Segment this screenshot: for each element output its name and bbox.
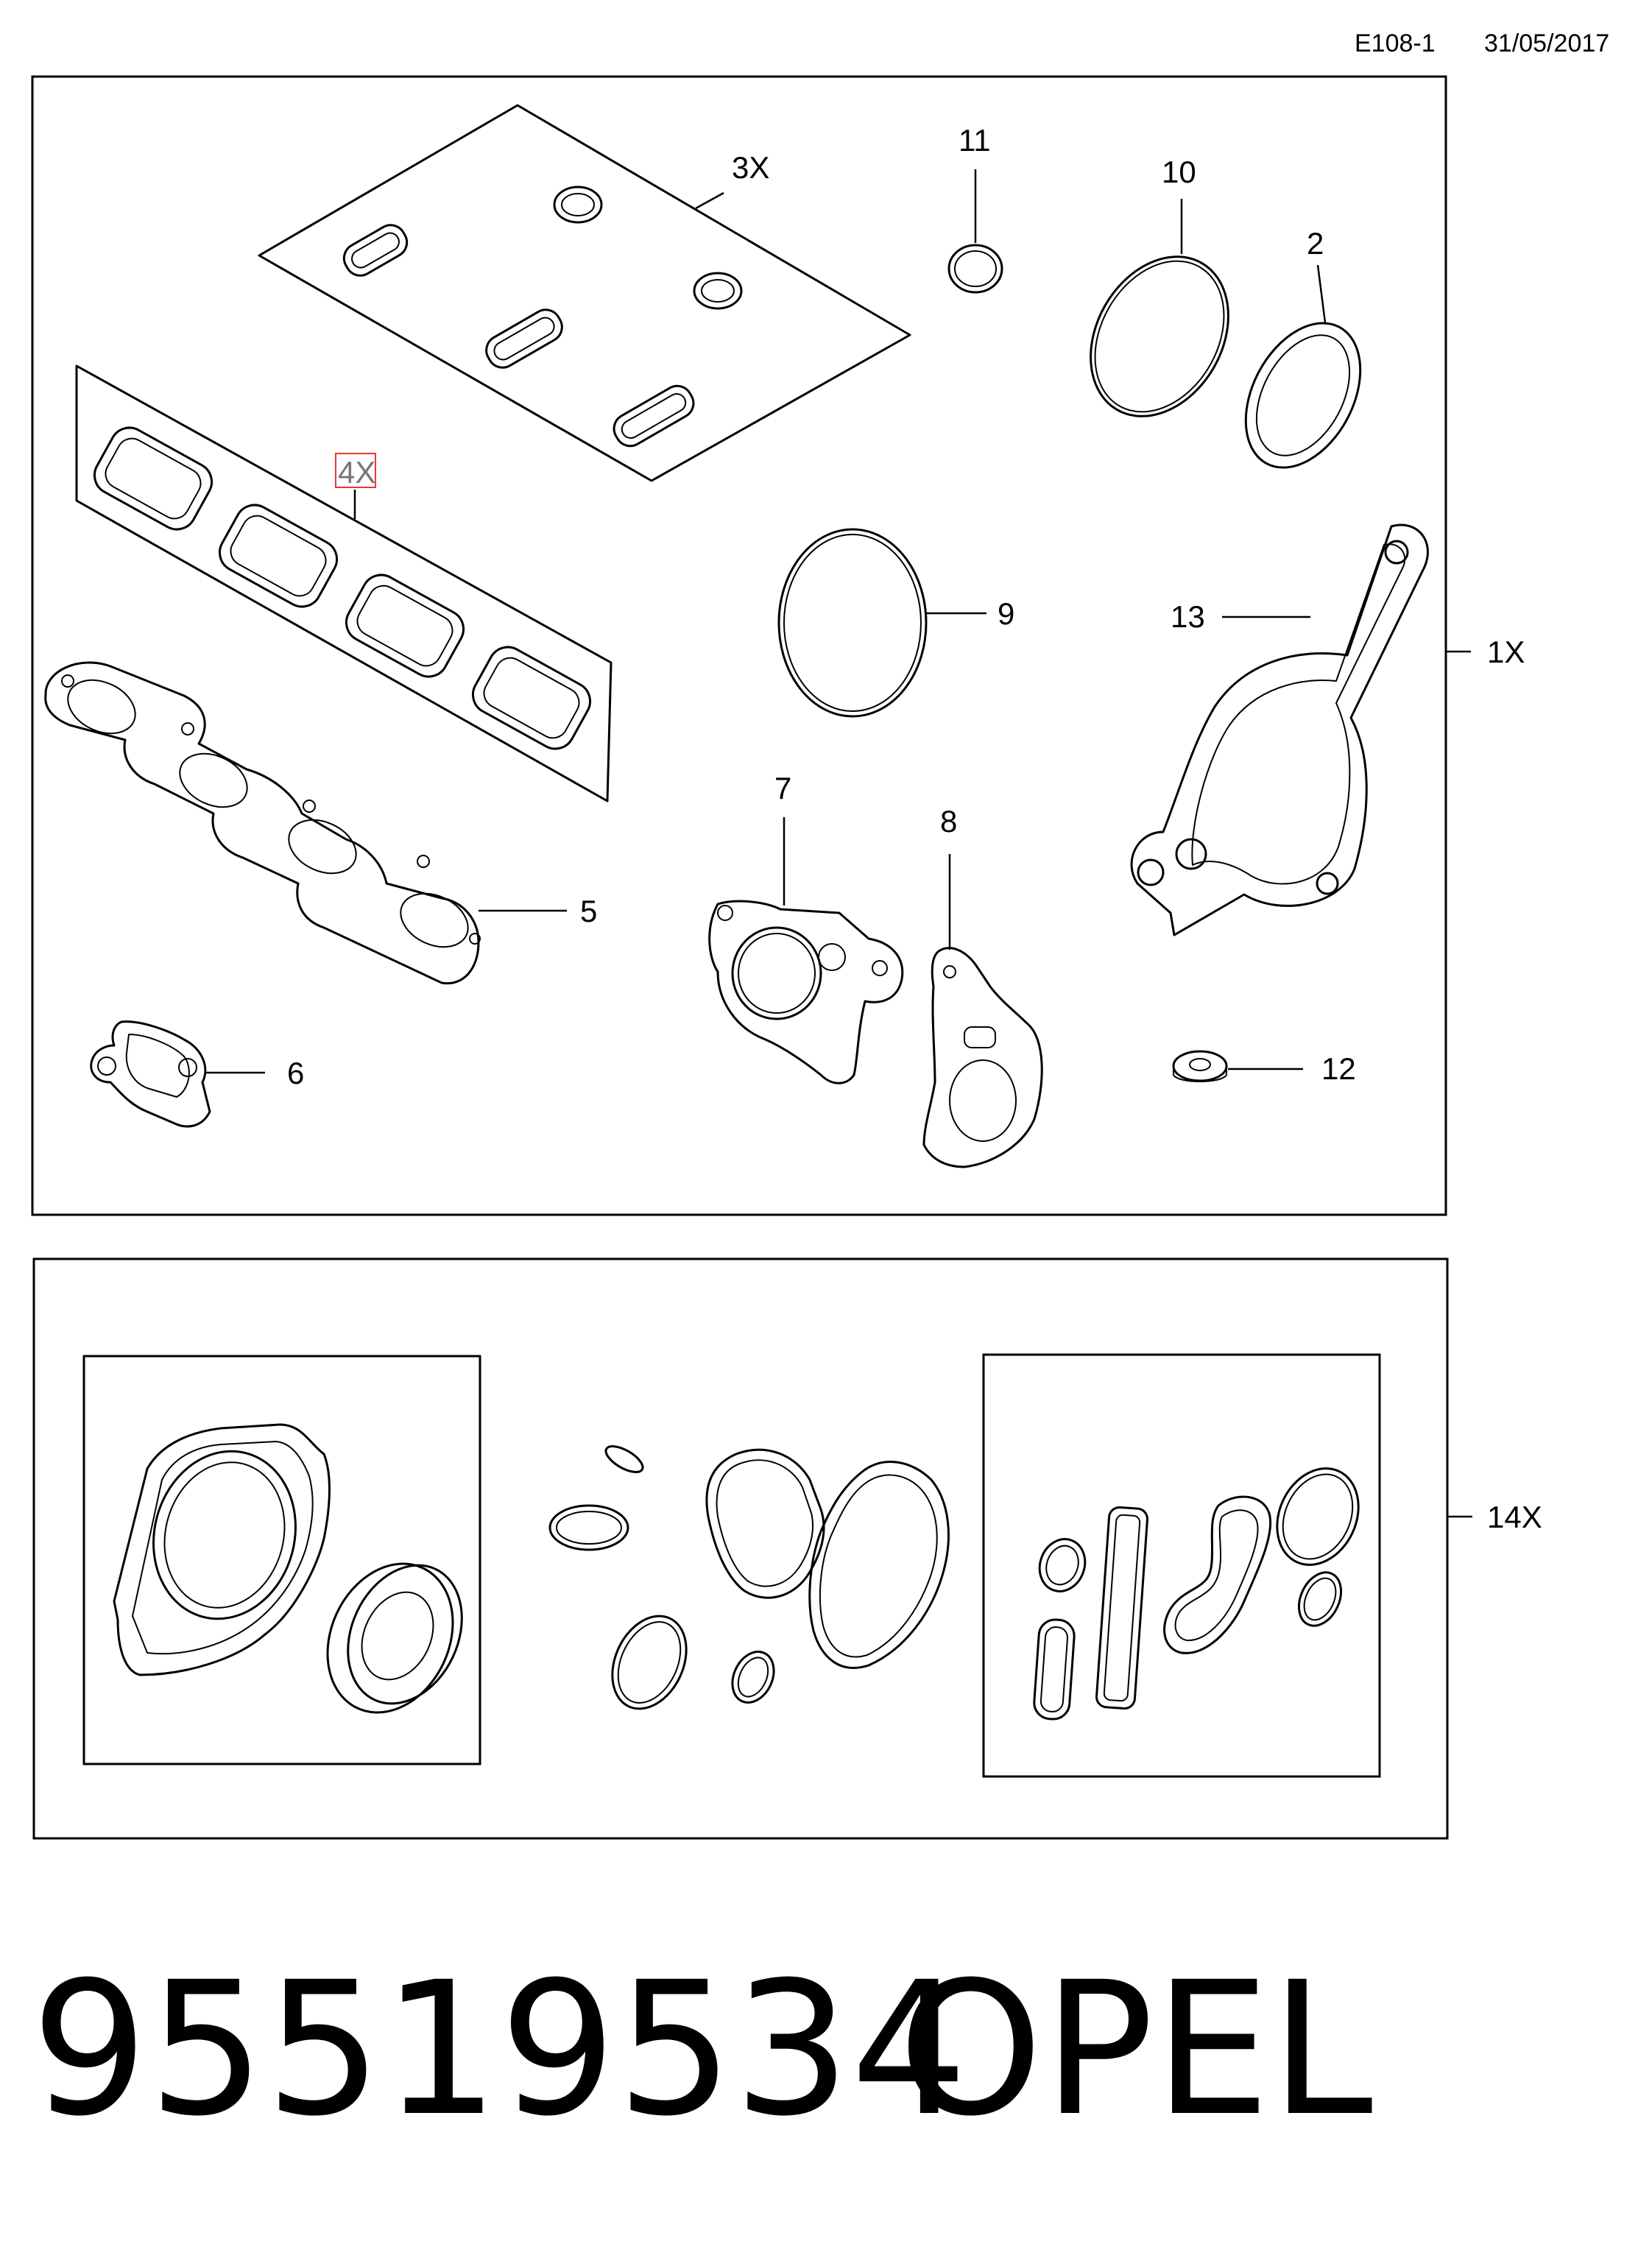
kit-panel-1x bbox=[31, 75, 1447, 1216]
subkit-box-left bbox=[82, 1355, 481, 1765]
callout-13: 13 bbox=[1171, 599, 1205, 634]
brand-name: OPEL bbox=[898, 1942, 1373, 2156]
callout-5: 5 bbox=[580, 894, 597, 928]
callout-3x: 3X bbox=[732, 150, 769, 185]
callout-4x: 4X bbox=[338, 455, 375, 490]
part-14-crank-seal bbox=[326, 1562, 463, 1714]
part-6-flange-gasket bbox=[90, 1020, 211, 1128]
leader-3x bbox=[695, 191, 724, 210]
part-2-gasket bbox=[1244, 322, 1362, 469]
callout-6: 6 bbox=[287, 1056, 304, 1090]
part-11-small-o-ring bbox=[947, 244, 1003, 294]
callout-1x: 1X bbox=[1487, 635, 1525, 669]
part-12-washer bbox=[1172, 1050, 1228, 1082]
part-9-o-ring bbox=[777, 528, 928, 718]
part-3x-gasket-sheet bbox=[258, 104, 911, 482]
part-7-turbo-gasket bbox=[708, 900, 904, 1084]
part-number: 95519534 bbox=[31, 1942, 967, 2156]
diagram-date: 31/05/2017 bbox=[1484, 29, 1609, 57]
callout-14x: 14X bbox=[1487, 1500, 1542, 1534]
callout-11: 11 bbox=[959, 123, 991, 158]
subkit-box-right bbox=[982, 1353, 1381, 1778]
part-8-gasket bbox=[922, 947, 1043, 1168]
callout-2: 2 bbox=[1307, 226, 1324, 261]
part-4x-intake-gaskets bbox=[75, 364, 613, 802]
part-14-loose-o-rings bbox=[548, 1445, 950, 1710]
part-5-exhaust-manifold-gasket bbox=[44, 661, 481, 985]
diagram-code: E108-1 bbox=[1355, 29, 1436, 57]
callout-12: 12 bbox=[1321, 1051, 1356, 1086]
part-10-o-ring bbox=[1090, 255, 1229, 417]
kit-panel-14x bbox=[32, 1257, 1449, 1840]
callout-8: 8 bbox=[940, 804, 957, 839]
leader-2 bbox=[1316, 264, 1327, 323]
callout-9: 9 bbox=[998, 596, 1014, 631]
part-13-housing-gasket bbox=[1130, 523, 1429, 936]
callout-10: 10 bbox=[1162, 155, 1196, 189]
part-14-crank-seal-plate bbox=[113, 1423, 331, 1676]
highlight-box-4x bbox=[335, 453, 376, 488]
callout-7: 7 bbox=[774, 771, 791, 805]
part-14-small-seals bbox=[1033, 1467, 1360, 1721]
